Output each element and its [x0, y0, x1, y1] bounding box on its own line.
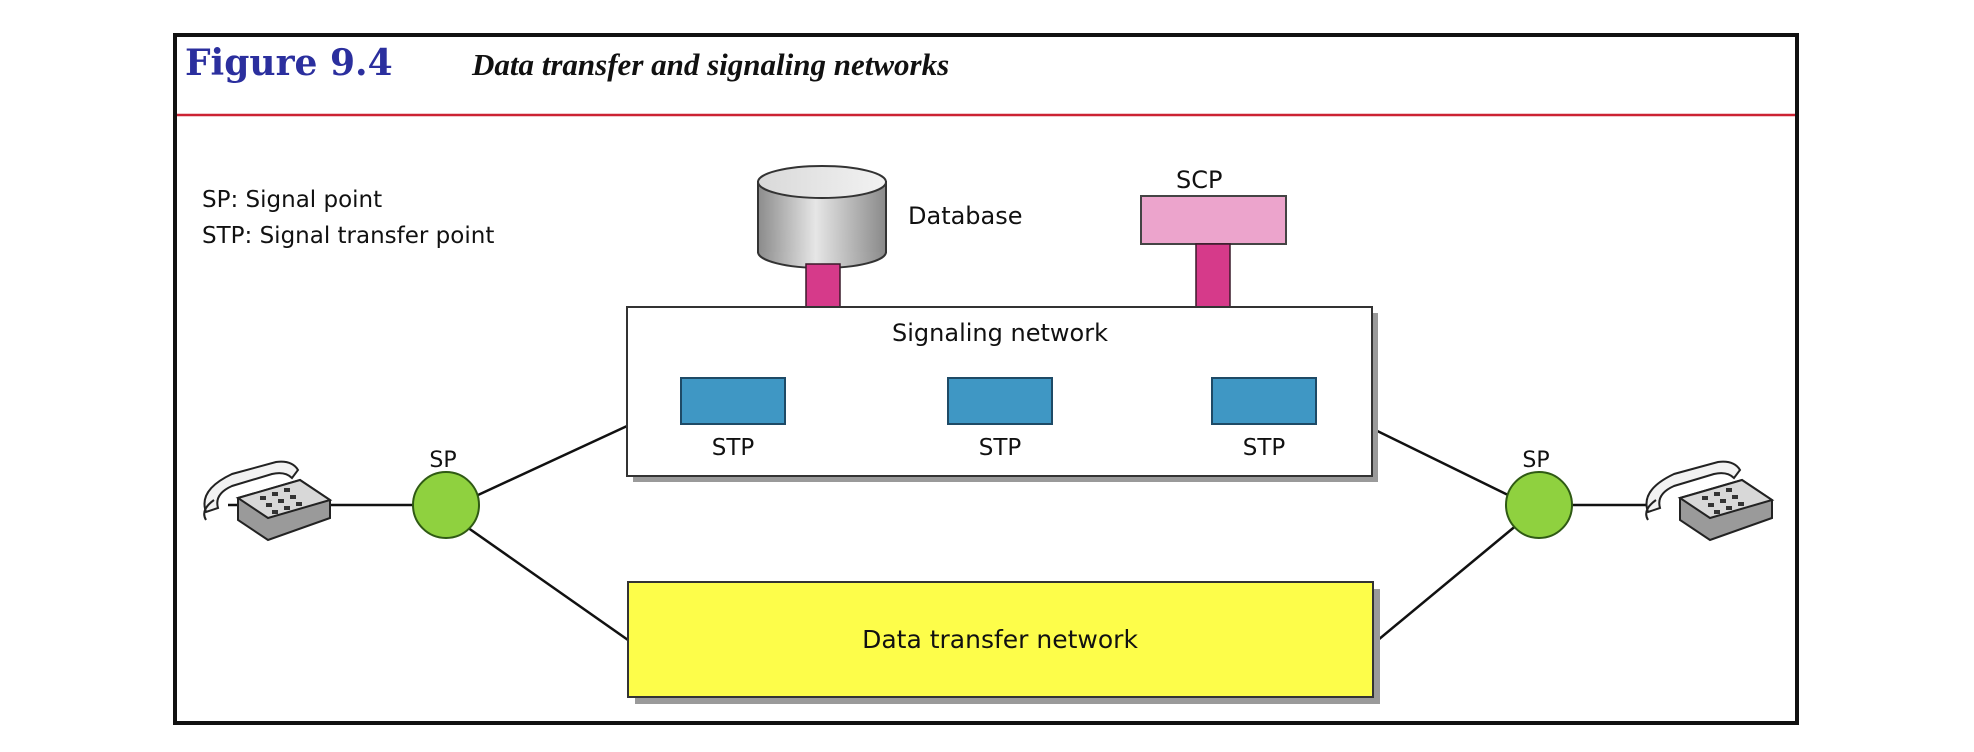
scp-connector [1195, 243, 1231, 309]
stp-2: STP [947, 377, 1053, 461]
stp-box-2 [947, 377, 1053, 425]
left-telephone-icon [203, 460, 333, 542]
stp-1: STP [680, 377, 786, 461]
stp-3: STP [1211, 377, 1317, 461]
database-label: Database [908, 202, 1023, 230]
link-datanet-right-sp [1377, 523, 1519, 641]
legend-sp: SP: Signal point [202, 187, 382, 213]
scp-box [1140, 195, 1287, 245]
data-transfer-network-label: Data transfer network [862, 625, 1138, 654]
right-sp-label: SP [1522, 448, 1549, 473]
stp-box-1 [680, 377, 786, 425]
stp-label-2: STP [979, 435, 1022, 461]
stp-box-3 [1211, 377, 1317, 425]
right-sp-node [1505, 471, 1573, 539]
left-sp-label: SP [429, 448, 456, 473]
stp-label-1: STP [712, 435, 755, 461]
data-transfer-network: Data transfer network [627, 581, 1380, 704]
figure-caption: Data transfer and signaling networks [471, 47, 949, 82]
link-left-sp-datanet [463, 523, 629, 642]
stp-label-3: STP [1243, 435, 1286, 461]
figure-number: Figure 9.4 [185, 42, 393, 84]
database-connector [805, 263, 841, 309]
data-transfer-network-box [627, 581, 1374, 698]
right-telephone-icon [1645, 460, 1775, 542]
legend-stp: STP: Signal transfer point [202, 223, 494, 249]
left-sp-node [412, 471, 480, 539]
signaling-network-label: Signaling network [892, 319, 1108, 347]
scp-label: SCP [1176, 166, 1222, 194]
database-cylinder-icon [757, 165, 887, 269]
